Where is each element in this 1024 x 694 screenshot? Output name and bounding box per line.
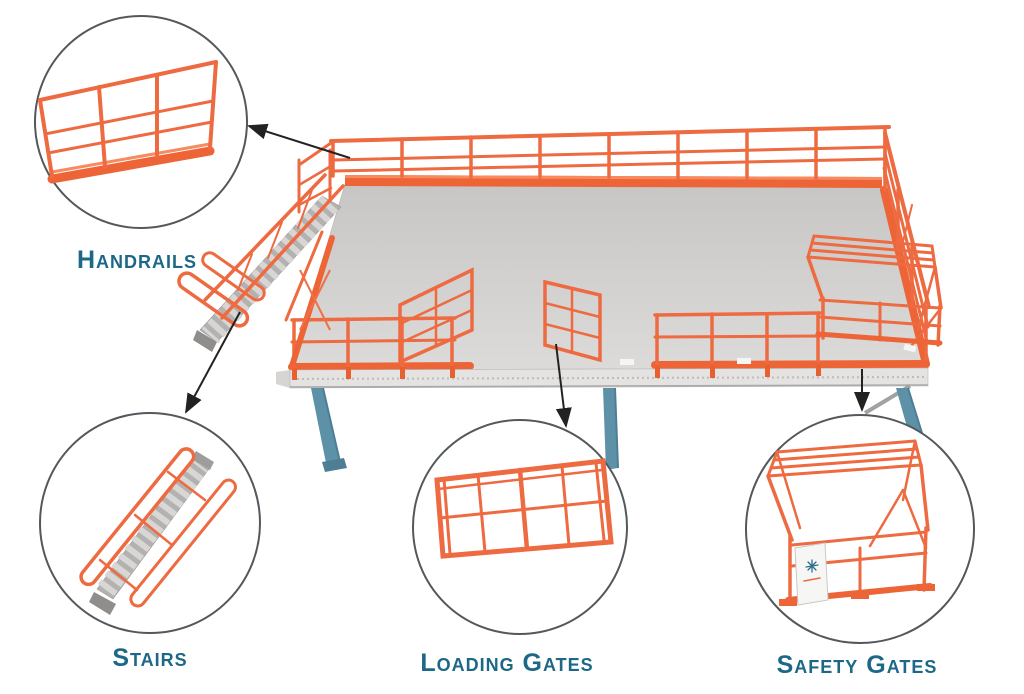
callout-label-safety-gates: Safety Gates — [776, 651, 938, 679]
stairs-illustration — [79, 447, 237, 615]
safety-gate-illustration — [766, 439, 935, 606]
callout-label-handrails: Handrails — [76, 246, 198, 274]
front-guardrail — [288, 311, 930, 371]
kick-plate-tag — [903, 343, 917, 353]
platform-stairs — [177, 141, 345, 369]
callout-bubble-safety-gates — [745, 414, 975, 644]
loading-gates-open — [398, 267, 602, 365]
back-kick-plate — [345, 175, 882, 188]
callout-bubble-handrails — [34, 15, 248, 229]
callout-bubble-loading-gates — [412, 419, 628, 635]
arrow-to-loading-gates-bubble — [555, 343, 572, 428]
arrow-to-handrails-bubble — [247, 123, 351, 159]
front-fascia — [276, 343, 929, 389]
callout-label-stairs: Stairs — [112, 644, 188, 672]
callout-label-loading-gates: Loading Gates — [420, 649, 594, 677]
callout-arrows — [185, 123, 870, 428]
handrail-illustration — [38, 60, 218, 184]
kick-plate-tag — [737, 358, 751, 364]
brand-placard — [794, 542, 829, 606]
loading-gate-illustration — [434, 458, 614, 559]
back-guardrail — [329, 125, 891, 181]
kick-plate-tag — [620, 359, 634, 365]
brand-logo-icon — [805, 559, 819, 573]
arrow-to-stairs-bubble — [185, 311, 241, 414]
safety-gate-installed — [806, 234, 943, 347]
